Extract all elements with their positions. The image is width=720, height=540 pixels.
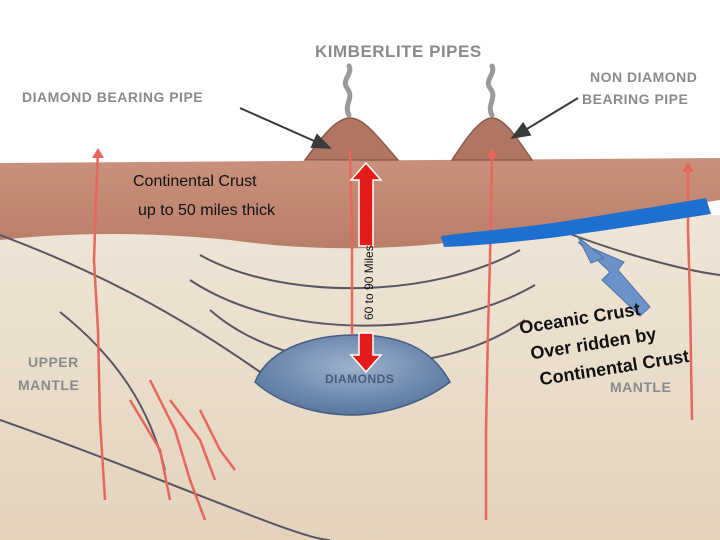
title-kimberlite-pipes: KIMBERLITE PIPES — [315, 42, 482, 61]
label-non-diamond-line2: BEARING PIPE — [582, 91, 688, 107]
red-arrow-up — [349, 161, 383, 247]
diamond-zone — [254, 334, 451, 416]
label-diamond-bearing-pipe: DIAMOND BEARING PIPE — [22, 89, 203, 105]
blue-arrow — [577, 241, 651, 317]
label-upper-mantle-line2: MANTLE — [18, 377, 79, 393]
pointer-non-diamond-pipe — [510, 97, 579, 140]
oceanic-slab — [441, 198, 711, 247]
pipe-tips — [92, 148, 694, 172]
smoke-right — [485, 63, 496, 118]
pointer-diamond-pipe — [239, 107, 332, 149]
blue-arrow-head — [577, 236, 605, 264]
red-arrow-down — [349, 332, 383, 374]
label-non-diamond-line1: NON DIAMOND — [590, 69, 697, 85]
volcano-right — [450, 117, 534, 161]
annotation-continental-crust-line1: Continental Crust — [133, 173, 257, 190]
smoke-left — [342, 63, 353, 118]
annotation-depth: 60 to 90 Miles — [362, 245, 376, 320]
label-upper-mantle-line1: UPPER — [28, 354, 79, 370]
label-diamonds: DIAMONDS — [325, 372, 394, 386]
annotation-continental-crust-line2: up to 50 miles thick — [138, 202, 276, 219]
label-mantle-right: MANTLE — [610, 379, 671, 395]
